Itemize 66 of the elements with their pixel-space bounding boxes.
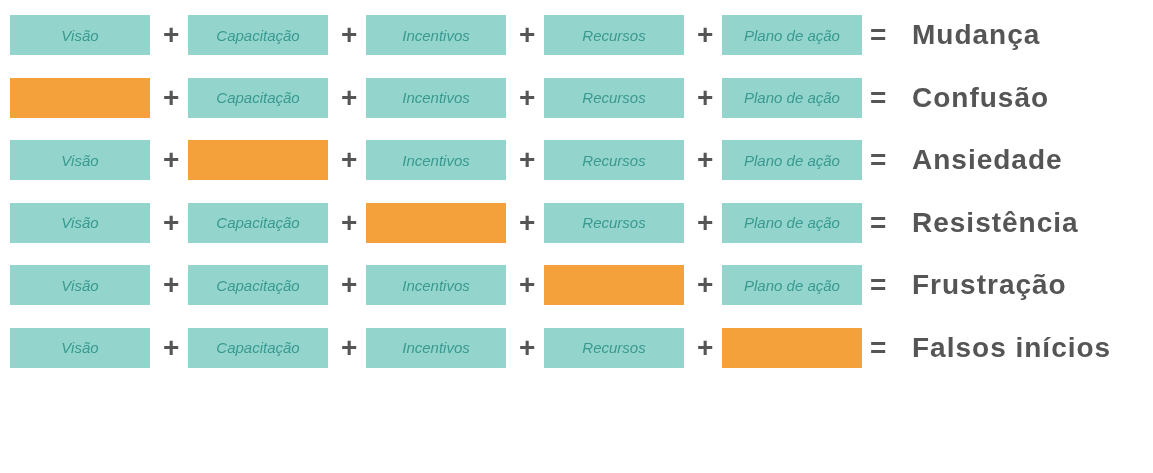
factor-box: Recursos	[544, 77, 684, 118]
missing-factor-box	[544, 265, 684, 305]
plus-sign: +	[341, 268, 358, 302]
plus-sign: +	[697, 268, 714, 302]
factor-box: Incentivos	[366, 327, 506, 368]
factor-box: Capacitação	[188, 77, 328, 118]
factor-box: Capacitação	[188, 265, 328, 305]
factor-box: Plano de ação	[722, 265, 862, 305]
factor-box: Visão	[10, 265, 150, 305]
factor-box: Visão	[10, 15, 150, 55]
factor-box: Recursos	[544, 140, 684, 180]
equals-sign: =	[870, 205, 887, 240]
plus-sign: +	[341, 330, 358, 365]
plus-sign: +	[163, 268, 180, 302]
equals-sign: =	[870, 268, 887, 302]
factor-box: Plano de ação	[722, 15, 862, 55]
plus-sign: +	[163, 80, 180, 115]
factor-box: Incentivos	[366, 265, 506, 305]
result-text: Falsos inícios	[912, 330, 1112, 365]
factor-box: Capacitação	[188, 202, 328, 243]
factor-box: Recursos	[544, 327, 684, 368]
plus-sign: +	[697, 330, 714, 365]
factor-box: Incentivos	[366, 140, 506, 180]
result-text: Resistência	[912, 205, 1079, 240]
equals-sign: =	[870, 80, 887, 115]
result-text: Frustração	[912, 268, 1067, 302]
plus-sign: +	[163, 18, 180, 52]
plus-sign: +	[519, 330, 536, 365]
factor-box: Visão	[10, 140, 150, 180]
plus-sign: +	[341, 143, 358, 177]
plus-sign: +	[163, 143, 180, 177]
plus-sign: +	[519, 205, 536, 240]
factor-box: Incentivos	[366, 15, 506, 55]
plus-sign: +	[163, 330, 180, 365]
missing-factor-box	[188, 140, 328, 180]
factor-box: Plano de ação	[722, 77, 862, 118]
missing-factor-box	[366, 202, 506, 243]
plus-sign: +	[519, 143, 536, 177]
factor-box: Plano de ação	[722, 140, 862, 180]
plus-sign: +	[341, 80, 358, 115]
equals-sign: =	[870, 143, 887, 177]
factor-box: Recursos	[544, 202, 684, 243]
result-text: Ansiedade	[912, 143, 1063, 177]
missing-factor-box	[10, 77, 150, 118]
result-text: Mudança	[912, 18, 1041, 52]
plus-sign: +	[341, 205, 358, 240]
factor-box: Visão	[10, 327, 150, 368]
factor-box: Plano de ação	[722, 202, 862, 243]
equals-sign: =	[870, 18, 887, 52]
plus-sign: +	[697, 80, 714, 115]
factor-box: Incentivos	[366, 77, 506, 118]
result-text: Confusão	[912, 80, 1050, 115]
factor-box: Capacitação	[188, 327, 328, 368]
factor-box: Recursos	[544, 15, 684, 55]
plus-sign: +	[519, 268, 536, 302]
equals-sign: =	[870, 330, 887, 365]
factor-box: Visão	[10, 202, 150, 243]
plus-sign: +	[697, 18, 714, 52]
plus-sign: +	[697, 143, 714, 177]
plus-sign: +	[341, 18, 358, 52]
factor-box: Capacitação	[188, 15, 328, 55]
plus-sign: +	[697, 205, 714, 240]
plus-sign: +	[163, 205, 180, 240]
plus-sign: +	[519, 80, 536, 115]
plus-sign: +	[519, 18, 536, 52]
missing-factor-box	[722, 327, 862, 368]
